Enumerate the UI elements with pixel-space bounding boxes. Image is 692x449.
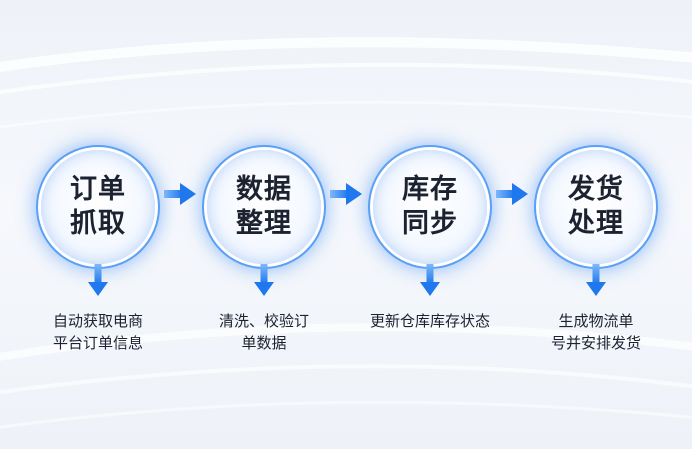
step-desc-line1: 自动获取电商 xyxy=(52,312,143,330)
step-order-fetch: 订单 抓取 自动获取电商 平台订单信息 xyxy=(18,150,178,370)
step-title-line1: 订单 xyxy=(70,174,126,205)
step-desc-line1: 更新仓库库存状态 xyxy=(369,312,490,330)
step-desc-line1: 清洗、校验订 xyxy=(218,312,309,330)
step-circle: 发货 处理 xyxy=(539,150,653,264)
step-title-line2: 处理 xyxy=(568,208,624,239)
arrow-down-icon xyxy=(88,264,108,296)
step-desc-line2: 号并安排发货 xyxy=(550,334,641,352)
arrow-right-icon xyxy=(496,183,528,205)
step-inventory-sync: 库存 同步 更新仓库库存状态 xyxy=(350,150,510,370)
step-description: 自动获取电商 平台订单信息 xyxy=(18,310,178,354)
step-desc-line1: 生成物流单 xyxy=(558,312,634,330)
step-title-line1: 数据 xyxy=(236,174,292,205)
arrow-down-icon xyxy=(254,264,274,296)
step-circle: 数据 整理 xyxy=(207,150,321,264)
arrow-down-icon xyxy=(420,264,440,296)
arrow-right-icon xyxy=(330,183,362,205)
step-title-line2: 抓取 xyxy=(70,208,126,239)
step-description: 更新仓库库存状态 xyxy=(350,310,510,332)
step-desc-line2: 平台订单信息 xyxy=(52,334,143,352)
step-circle: 订单 抓取 xyxy=(41,150,155,264)
arrow-down-icon xyxy=(586,264,606,296)
step-title-line2: 同步 xyxy=(402,208,458,239)
step-description: 清洗、校验订 单数据 xyxy=(184,310,344,354)
step-data-organize: 数据 整理 清洗、校验订 单数据 xyxy=(184,150,344,370)
step-circle: 库存 同步 xyxy=(373,150,487,264)
step-desc-line2: 单数据 xyxy=(241,334,287,352)
arrow-right-icon xyxy=(164,183,196,205)
step-title-line2: 整理 xyxy=(236,208,292,239)
step-title-line1: 发货 xyxy=(568,174,624,205)
step-description: 生成物流单 号并安排发货 xyxy=(516,310,676,354)
step-title-line1: 库存 xyxy=(402,174,458,205)
step-shipping: 发货 处理 生成物流单 号并安排发货 xyxy=(516,150,676,370)
